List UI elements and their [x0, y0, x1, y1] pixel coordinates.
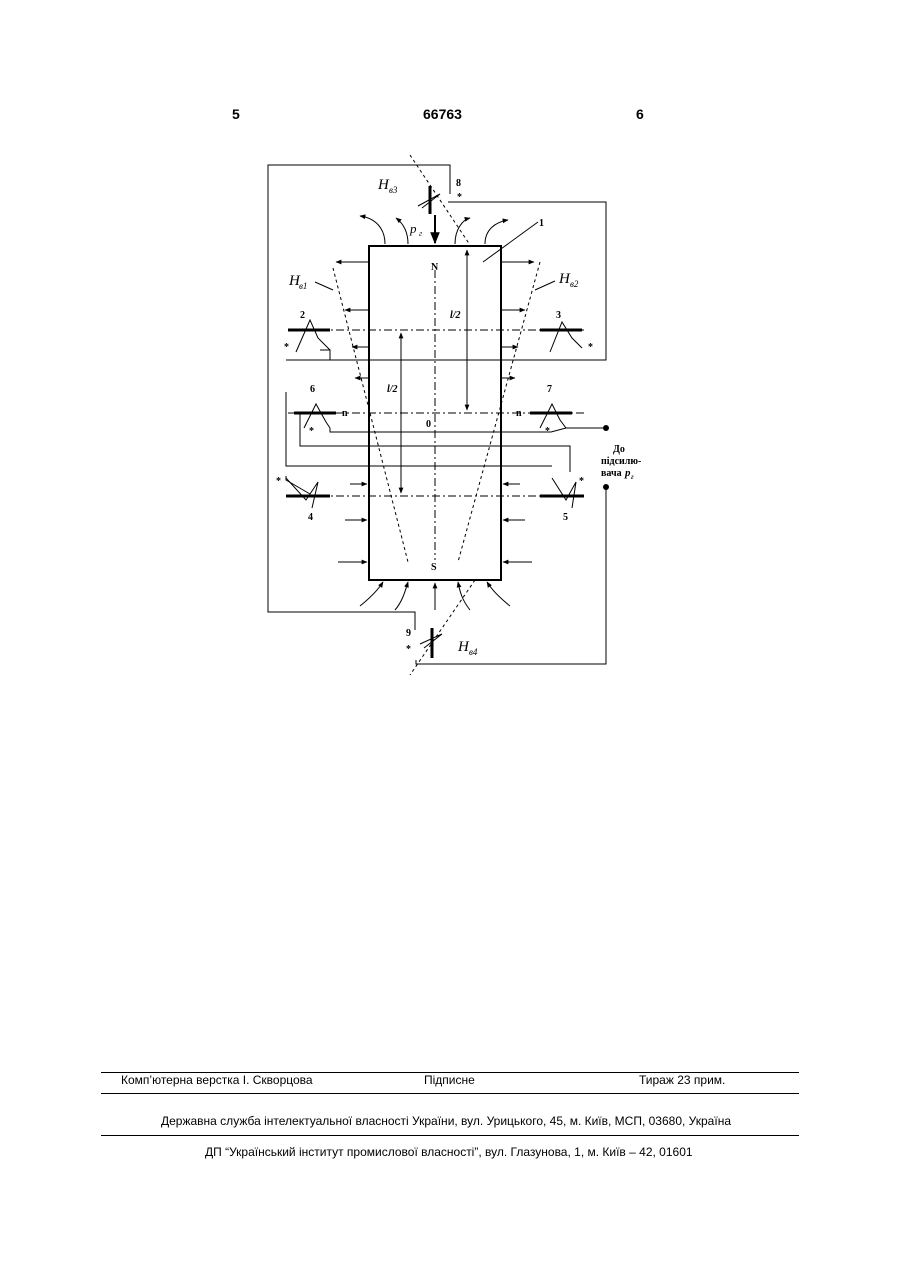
- sensor-8-number: 8: [456, 178, 461, 189]
- n-right-label: n: [516, 408, 522, 419]
- sensor-4-number: 4: [308, 512, 313, 523]
- dimension-arrows: [401, 222, 538, 493]
- half-length-right: l/2: [450, 310, 461, 321]
- typesetting-credit: Комп’ютерна верстка І. Скворцова: [121, 1073, 313, 1087]
- svg-text:г: г: [419, 229, 422, 238]
- svg-text:До: До: [613, 444, 625, 455]
- star-7: *: [545, 426, 550, 437]
- terminal-top: [603, 425, 609, 431]
- pole-s-label: S: [431, 562, 437, 573]
- footer-rule-middle: [101, 1093, 799, 1094]
- circulation-note: Тираж 23 прим.: [639, 1073, 725, 1087]
- svg-text:г: г: [631, 473, 634, 481]
- terminal-bottom: [603, 484, 609, 490]
- sensor-9: [420, 628, 442, 658]
- star-6: *: [309, 426, 314, 437]
- sensor-9-number: 9: [406, 628, 411, 639]
- pressure-label: p г: [409, 221, 422, 238]
- svg-text:p: p: [624, 467, 631, 479]
- half-length-left: l/2: [387, 384, 398, 395]
- svg-text:в4: в4: [469, 647, 478, 657]
- svg-text:в3: в3: [389, 185, 398, 195]
- star-3: *: [588, 342, 593, 353]
- field-h1-label: H в1: [288, 273, 307, 291]
- svg-text:підсилю-: підсилю-: [601, 456, 641, 467]
- n-left-label: n: [342, 408, 348, 419]
- star-4: *: [276, 476, 281, 487]
- institute-address: ДП “Український інститут промислової вла…: [205, 1145, 693, 1159]
- sensor-6-number: 6: [310, 384, 315, 395]
- sensor-3: [540, 322, 582, 352]
- svg-text:p: p: [409, 221, 417, 236]
- footer-rule-bottom: [101, 1135, 799, 1136]
- star-9: *: [406, 644, 411, 655]
- svg-text:в2: в2: [570, 279, 579, 289]
- field-h2-label: H в2: [558, 271, 579, 289]
- svg-text:вача: вача: [601, 468, 622, 479]
- subscription-note: Підписне: [424, 1073, 475, 1087]
- sensor-3-number: 3: [556, 310, 561, 321]
- pole-n-label: N: [431, 262, 439, 273]
- axis-lines: [288, 270, 585, 560]
- sensor-2-number: 2: [300, 310, 305, 321]
- patent-figure: N S 0 l/2 l/2 1 2 3 4 5 6 7 8 9 n n * * …: [0, 0, 901, 700]
- sensor-5-number: 5: [563, 512, 568, 523]
- sensor-2: [288, 320, 330, 352]
- sensor-8: [418, 186, 440, 214]
- star-5: *: [579, 476, 584, 487]
- field-h3-label: H в3: [377, 177, 398, 195]
- field-h4-label: H в4: [457, 639, 478, 657]
- center-label: 0: [426, 419, 431, 430]
- service-address: Державна служба інтелектуальної власност…: [161, 1114, 731, 1128]
- sensor-5: [540, 478, 584, 508]
- sensor-7: [530, 404, 572, 428]
- amplifier-note: До підсилю- вача p г: [601, 444, 641, 481]
- sensor-7-number: 7: [547, 384, 552, 395]
- body-number: 1: [539, 218, 544, 229]
- star-2: *: [284, 342, 289, 353]
- field-boundaries: [333, 155, 540, 675]
- svg-text:в1: в1: [299, 281, 307, 291]
- star-8: *: [457, 192, 462, 203]
